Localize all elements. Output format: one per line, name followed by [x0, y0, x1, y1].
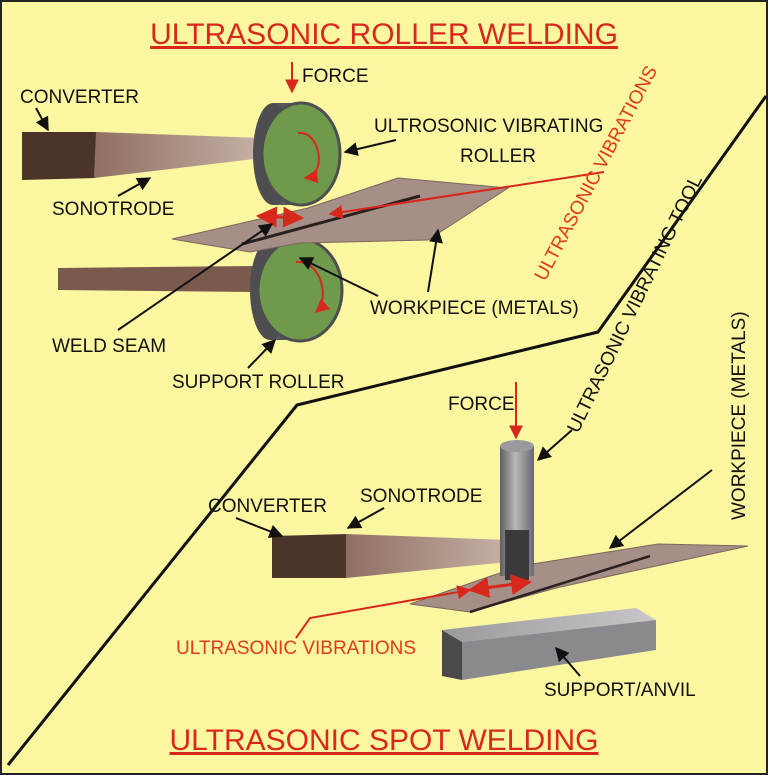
- roller-vibration-arrow: [255, 206, 305, 228]
- spot-sonotrode-label: SONOTRODE: [360, 486, 482, 507]
- roller-converter-label: CONVERTER: [20, 87, 139, 108]
- roller-sonotrode-label: SONOTRODE: [52, 199, 174, 220]
- roller-converter: [22, 132, 98, 180]
- vibrating-roller-label-1: ULTROSONIC VIBRATING: [374, 116, 603, 137]
- spot-ultrasonic-vibrations-label: ULTRASONIC VIBRATIONS: [176, 638, 416, 659]
- lower-roller-shaft: [58, 266, 255, 292]
- vibrating-tool: [500, 440, 534, 580]
- support-anvil-label: SUPPORT/ANVIL: [544, 680, 696, 701]
- roller-force-label: FORCE: [302, 66, 369, 87]
- spot-force-label: FORCE: [448, 394, 515, 415]
- vibrating-roller-label-2: ROLLER: [460, 146, 536, 167]
- spot-converter-label: CONVERTER: [208, 496, 327, 517]
- bottom-title: ULTRASONIC SPOT WELDING: [170, 724, 599, 757]
- roller-workpiece-label: WORKPIECE (METALS): [370, 298, 579, 319]
- roller-sonotrode: [94, 132, 262, 178]
- spot-sonotrode: [346, 534, 508, 578]
- top-title: ULTRASONIC ROLLER WELDING: [150, 18, 618, 51]
- upper-roller: [253, 101, 342, 207]
- weld-seam-label: WELD SEAM: [52, 336, 166, 357]
- support-roller: [250, 237, 344, 343]
- spot-converter: [272, 534, 348, 578]
- support-roller-label: SUPPORT ROLLER: [172, 372, 344, 393]
- spot-vibration-arrow: [467, 574, 533, 598]
- spot-plate-seam: [469, 554, 651, 614]
- spot-workpiece-label: WORKPIECE (METALS): [729, 311, 750, 520]
- section-divider: [6, 95, 768, 766]
